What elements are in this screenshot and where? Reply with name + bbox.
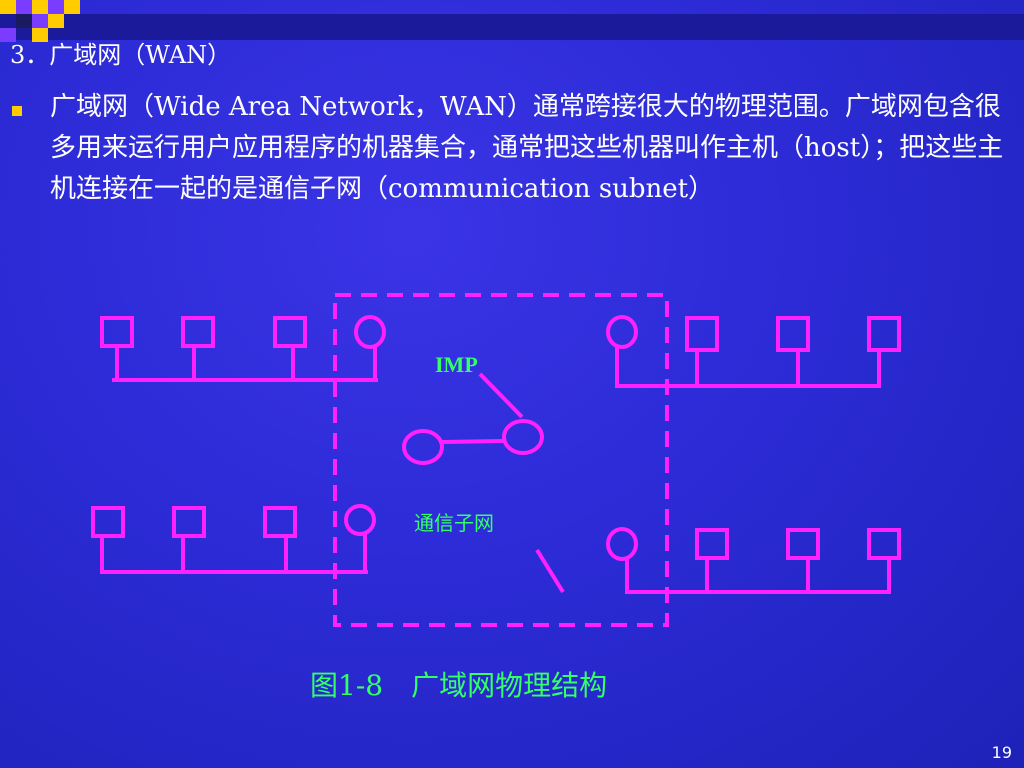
lan-top-left (100, 315, 386, 382)
host-box (867, 316, 901, 352)
host-box (181, 316, 215, 348)
subnet-pointer (535, 548, 565, 594)
imp-pair (402, 372, 544, 465)
imp-node (606, 527, 638, 561)
imp-pointer (478, 372, 524, 419)
host-box (776, 316, 810, 352)
host-box (273, 316, 307, 348)
host-box (867, 528, 901, 560)
imp-label: IMP (435, 352, 478, 377)
subnet-boundary (333, 293, 669, 627)
host-box (263, 506, 297, 538)
imp-node (344, 504, 376, 536)
imp-node (606, 315, 638, 349)
host-box (172, 506, 206, 538)
host-box (695, 528, 729, 560)
imp-node (354, 315, 386, 349)
host-box (685, 316, 719, 352)
lan-bottom-left (91, 504, 376, 574)
subnet-label: 通信子网 (414, 511, 494, 535)
imp-node (402, 429, 444, 465)
bullet-paragraph: 广域网（Wide Area Network，WAN）通常跨接很大的物理范围。广域… (50, 92, 1004, 204)
imp-node (502, 419, 544, 455)
host-box (100, 316, 134, 348)
lan-bottom-right (606, 527, 901, 594)
bullet-square-icon (12, 106, 22, 116)
figure-caption: 图1-8 广域网物理结构 (310, 669, 608, 702)
decorative-checker-logo (0, 0, 80, 42)
page-number: 19 (991, 743, 1012, 762)
title-bar (0, 14, 1024, 40)
host-box (786, 528, 820, 560)
host-box (91, 506, 125, 538)
lan-top-right (606, 315, 901, 388)
slide-heading: 3．广域网（WAN） (10, 41, 232, 69)
